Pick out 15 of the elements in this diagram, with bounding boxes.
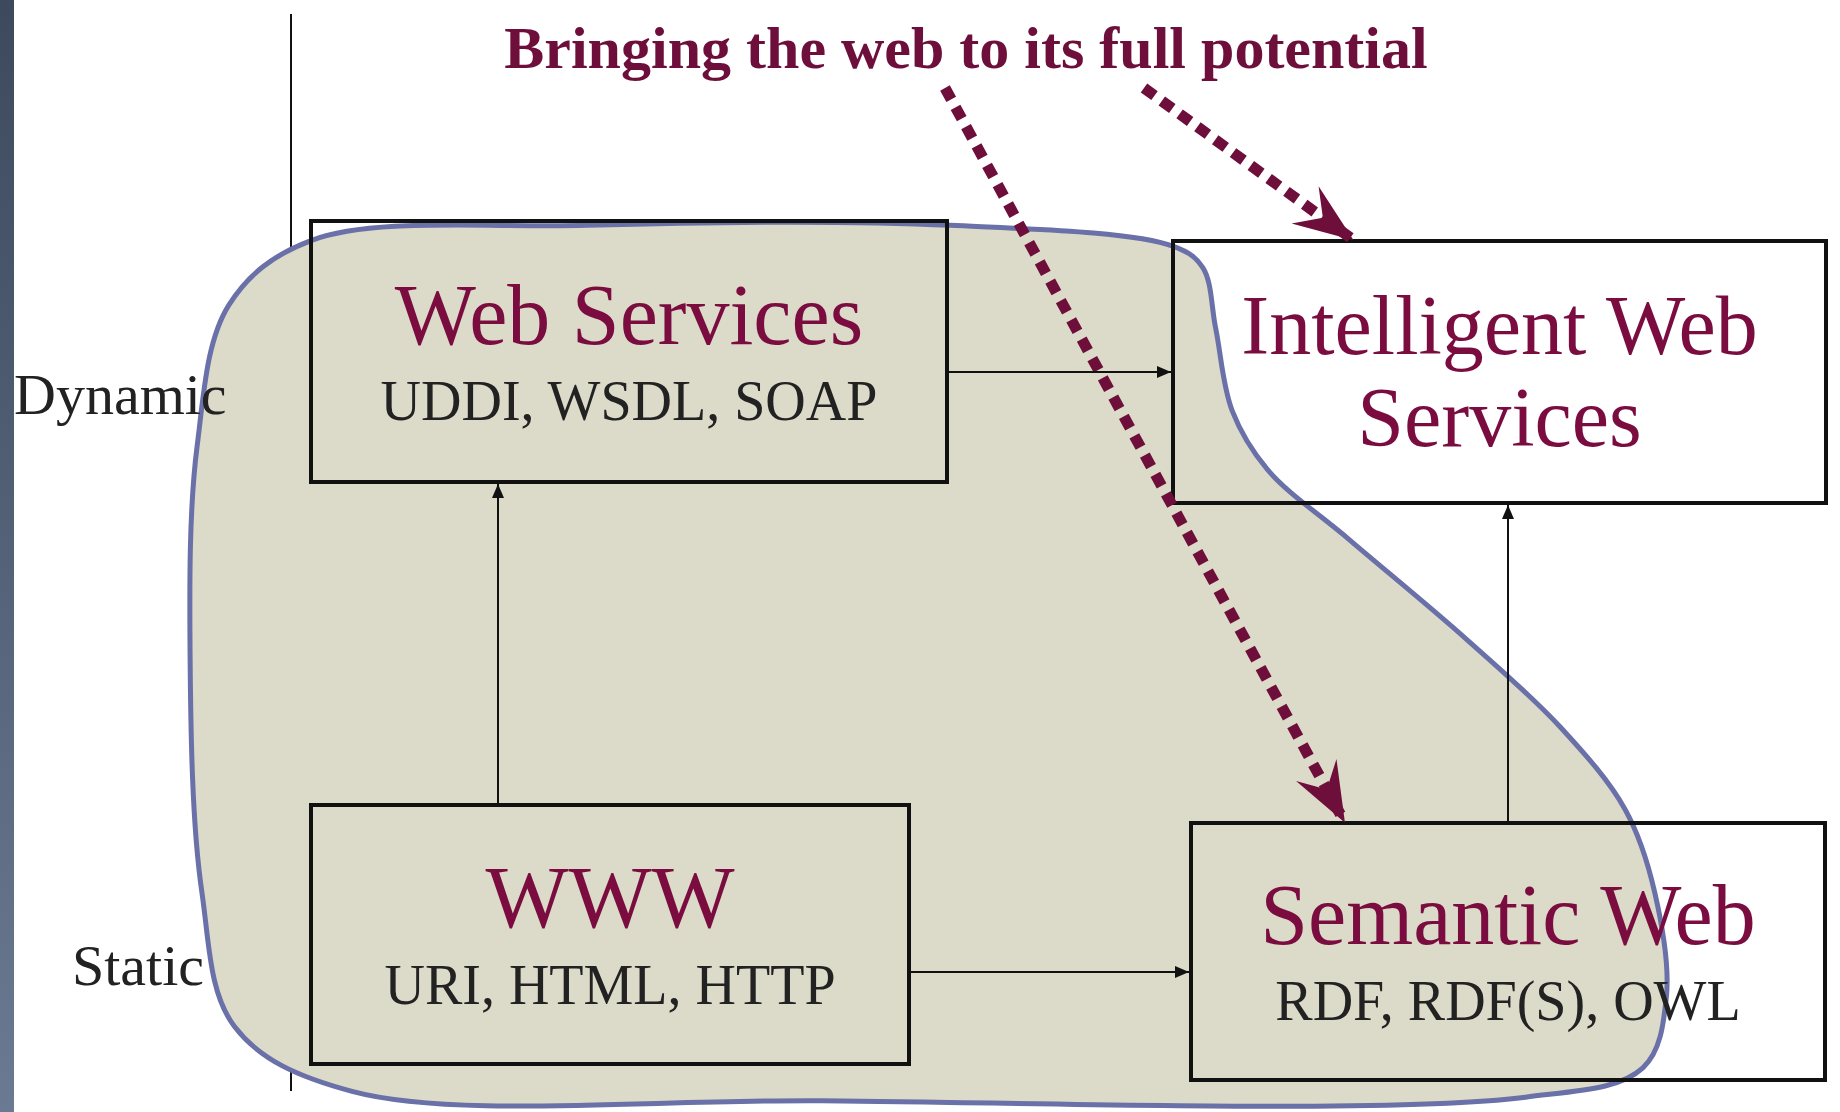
process-box bbox=[309, 803, 911, 1066]
arrow bbox=[910, 966, 1190, 978]
arrow bbox=[1502, 504, 1514, 822]
box-heading: Intelligent Web Services bbox=[1240, 279, 1759, 465]
axis-label: Static bbox=[72, 937, 205, 995]
process-box bbox=[1171, 239, 1828, 505]
arrow bbox=[948, 366, 1172, 378]
box-subtext: URI, HTML, HTTP bbox=[384, 953, 836, 1019]
process-box bbox=[309, 219, 949, 484]
arrow bbox=[492, 483, 504, 804]
process-box bbox=[1189, 821, 1827, 1082]
box-heading: Web Services bbox=[394, 267, 864, 363]
arrow bbox=[1140, 83, 1356, 244]
box-heading: WWW bbox=[485, 849, 735, 947]
box-subtext: UDDI, WSDL, SOAP bbox=[380, 369, 878, 435]
